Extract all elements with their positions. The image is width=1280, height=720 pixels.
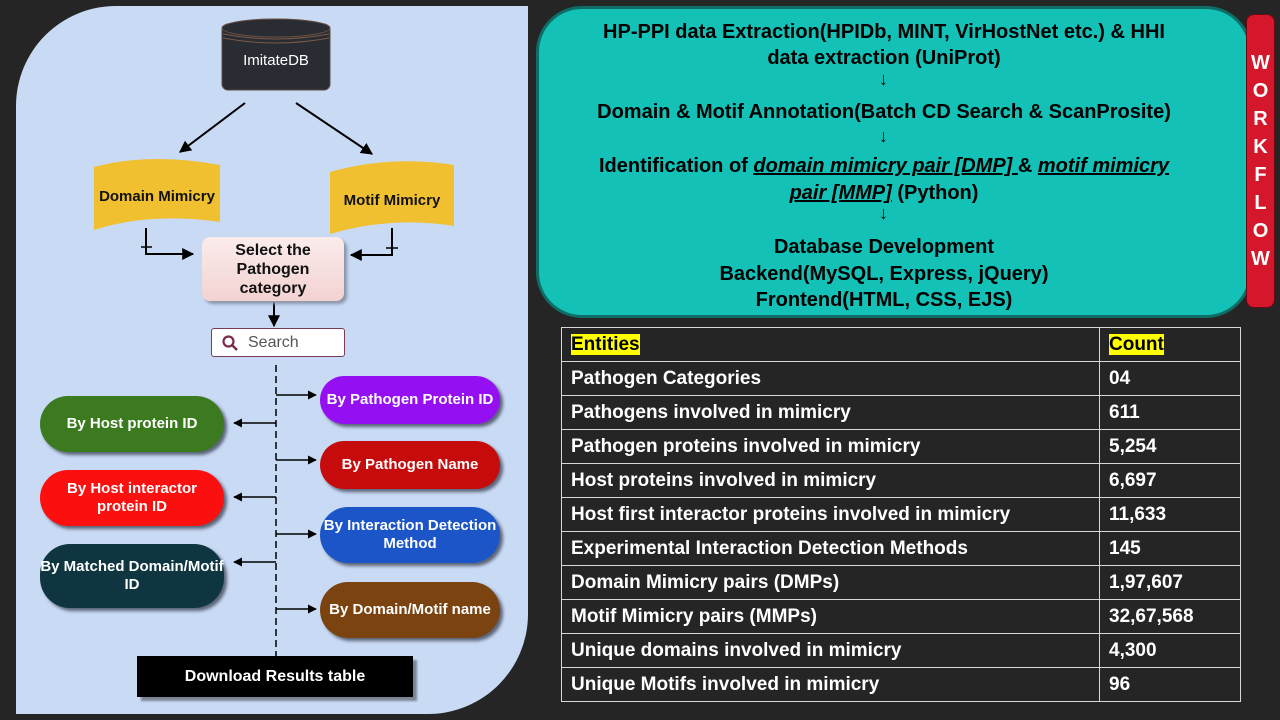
entity-cell: Pathogens involved in mimicry <box>561 395 1100 430</box>
step3-amp: & <box>1017 155 1038 177</box>
workflow-letter: K <box>1253 136 1268 158</box>
workflow-step4-line2: Backend(MySQL, Express, jQuery) <box>719 263 1049 285</box>
count-cell: 04 <box>1099 361 1241 396</box>
database-icon <box>221 18 331 91</box>
table-row: Domain Mimicry pairs (DMPs)1,97,607 <box>561 565 1241 600</box>
count-cell: 5,254 <box>1099 429 1241 464</box>
count-cell: 145 <box>1099 531 1241 566</box>
database-label: ImitateDB <box>243 52 309 69</box>
table-row: Motif Mimicry pairs (MMPs)32,67,568 <box>561 599 1241 634</box>
workflow-step3-line2: pair [MMP] (Python) <box>539 182 1229 205</box>
workflow-step4-line1: Database Development <box>773 236 995 258</box>
entity-cell: Host proteins involved in mimicry <box>561 463 1100 498</box>
motif-mimicry-banner-shape <box>330 161 454 234</box>
search-by-host-protein-id[interactable]: By Host protein ID <box>40 396 224 452</box>
entity-cell: Domain Mimicry pairs (DMPs) <box>561 565 1100 600</box>
entity-cell: Pathogen proteins involved in mimicry <box>561 429 1100 464</box>
search-by-domain-motif-name[interactable]: By Domain/Motif name <box>320 582 500 638</box>
workflow-letter: W <box>1251 248 1270 270</box>
arrow-domain-to-select <box>145 228 195 260</box>
search-icon <box>222 334 238 351</box>
count-cell: 611 <box>1099 395 1241 430</box>
workflow-step2: Domain & Motif Annotation(Batch CD Searc… <box>597 101 1171 123</box>
entity-cell: Unique Motifs involved in mimicry <box>561 667 1100 702</box>
motif-mimicry-label: Motif Mimicry <box>343 191 441 209</box>
workflow-step4-line3: Frontend(HTML, CSS, EJS) <box>755 289 1013 311</box>
entity-cell: Pathogen Categories <box>561 361 1100 396</box>
workflow-arrow-1: ↓ <box>879 69 888 89</box>
workflow-step1-line2: data extraction (UniProt) <box>767 47 1001 69</box>
search-by-interaction-detection-method[interactable]: By Interaction Detection Method <box>320 507 500 563</box>
count-cell: 6,697 <box>1099 463 1241 498</box>
entity-cell: Host first interactor proteins involved … <box>561 497 1100 532</box>
workflow-arrow-2: ↓ <box>879 126 888 146</box>
workflow-step1-line1: HP-PPI data Extraction(HPIDb, MINT, VirH… <box>603 21 1165 43</box>
count-cell: 32,67,568 <box>1099 599 1241 634</box>
step3-mmp-part2: pair [MMP] <box>789 182 892 204</box>
workflow-tab: W O R K F L O W <box>1246 14 1275 308</box>
domain-mimicry-banner-shape <box>94 158 220 230</box>
workflow-letter: O <box>1252 220 1269 242</box>
search-input[interactable]: Search <box>211 328 345 357</box>
table-row: Host first interactor proteins involved … <box>561 497 1241 532</box>
header-count: Count <box>1109 333 1164 355</box>
header-entities: Entities <box>571 333 640 355</box>
entity-cell: Unique domains involved in mimicry <box>561 633 1100 668</box>
select-category-label: Select the Pathogen category <box>235 241 311 297</box>
arrow-db-to-motif <box>295 102 373 155</box>
imitatedb-database: ImitateDB <box>221 16 331 96</box>
workflow-letter: L <box>1254 192 1267 214</box>
table-row: Experimental Interaction Detection Metho… <box>561 531 1241 566</box>
workflow-letter: W <box>1251 52 1270 74</box>
step3-prefix: Identification of <box>598 155 754 177</box>
workflow-step3-line1: Identification of domain mimicry pair [D… <box>539 155 1229 178</box>
workflow-panel: HP-PPI data Extraction(HPIDb, MINT, VirH… <box>536 6 1252 318</box>
count-cell: 96 <box>1099 667 1241 702</box>
domain-mimicry-label: Domain Mimicry <box>99 187 215 205</box>
arrow-db-to-domain <box>179 102 246 153</box>
step3-suffix: (Python) <box>891 182 979 204</box>
select-pathogen-category[interactable]: Select the Pathogen category <box>202 237 344 301</box>
workflow-letter: O <box>1252 80 1269 102</box>
search-placeholder: Search <box>248 333 299 351</box>
count-cell: 1,97,607 <box>1099 565 1241 600</box>
search-by-pathogen-name[interactable]: By Pathogen Name <box>320 441 500 489</box>
search-by-pathogen-protein-id[interactable]: By Pathogen Protein ID <box>320 376 500 424</box>
table-header-row: Entities Count <box>561 327 1241 362</box>
workflow-arrow-3: ↓ <box>879 203 888 223</box>
entity-cell: Experimental Interaction Detection Metho… <box>561 531 1100 566</box>
arrow-motif-to-select <box>349 228 393 261</box>
workflow-letter: F <box>1254 164 1267 186</box>
step3-dmp: domain mimicry pair [DMP] <box>753 155 1018 177</box>
entity-cell: Motif Mimicry pairs (MMPs) <box>561 599 1100 634</box>
search-by-host-interactor-protein-id[interactable]: By Host interactor protein ID <box>40 470 224 526</box>
download-results-button[interactable]: Download Results table <box>137 656 413 697</box>
step3-mmp-part1: motif mimicry <box>1037 155 1170 177</box>
workflow-letter: R <box>1253 108 1268 130</box>
count-cell: 4,300 <box>1099 633 1241 668</box>
count-cell: 11,633 <box>1099 497 1241 532</box>
search-by-matched-domain-motif-id[interactable]: By Matched Domain/Motif ID <box>40 544 224 608</box>
